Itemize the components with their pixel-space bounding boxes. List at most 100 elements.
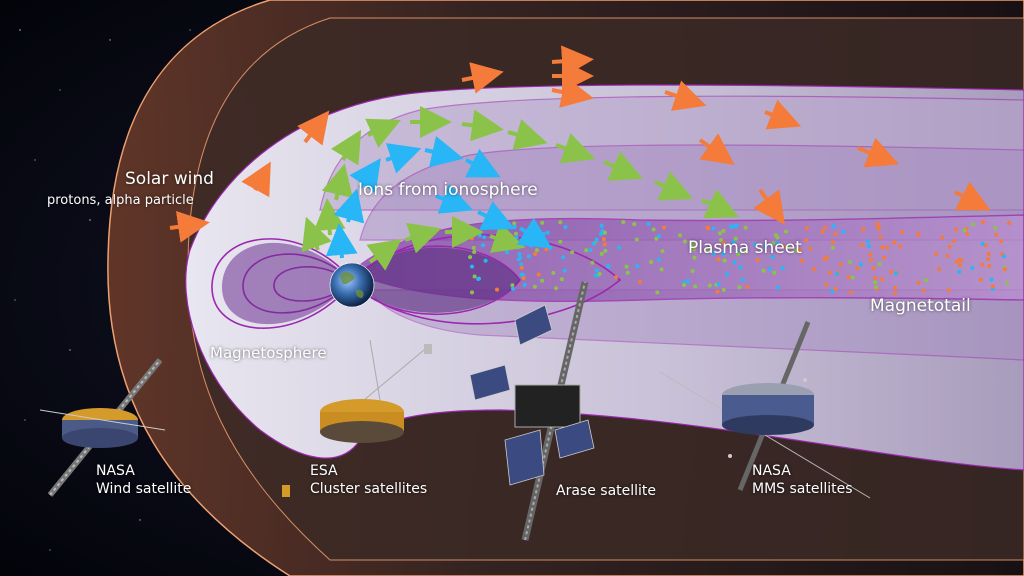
plasma-particle	[874, 285, 878, 290]
plasma-particle	[602, 242, 607, 247]
plasma-particle	[833, 286, 838, 291]
plasma-particle	[477, 233, 482, 238]
plasma-particle	[850, 275, 855, 280]
plasma-particle	[830, 245, 835, 250]
plasma-particle	[784, 229, 789, 234]
plasma-particle	[511, 286, 515, 291]
plasma-particle	[510, 283, 515, 288]
plasma-particle	[505, 250, 510, 255]
plasma-particle	[469, 236, 474, 241]
plasma-particle	[563, 225, 568, 230]
plasma-particle	[635, 264, 640, 269]
plasma-particle	[476, 277, 481, 281]
plasma-particle	[983, 243, 988, 248]
plasma-sheet-label: Plasma sheet	[688, 238, 802, 258]
plasma-particle	[885, 245, 890, 250]
plasma-particle	[514, 235, 519, 240]
plasma-particle	[877, 262, 882, 266]
plasma-particle	[989, 277, 994, 282]
plasma-particle	[591, 241, 596, 246]
plasma-particle	[978, 277, 983, 282]
plasma-particle	[519, 265, 524, 270]
plasma-particle	[517, 252, 522, 257]
plasma-particle	[655, 290, 660, 295]
plasma-particle	[1002, 267, 1007, 272]
solar-wind-sublabel: protons, alpha particle	[47, 193, 194, 208]
plasma-particle	[775, 241, 780, 245]
plasma-particle	[536, 272, 541, 277]
mms-satellite-graphic	[659, 321, 871, 499]
plasma-particle	[737, 285, 742, 290]
plasma-particle	[980, 241, 985, 246]
earth	[329, 262, 375, 308]
plasma-particle	[513, 231, 518, 236]
plasma-particle	[993, 226, 998, 230]
plasma-particle	[731, 240, 736, 245]
wind-satellite-graphic	[39, 358, 166, 497]
plasma-particle	[799, 258, 804, 263]
plasma-particle	[540, 278, 545, 283]
plasma-particle	[548, 245, 553, 250]
plasma-particle	[892, 240, 897, 245]
plasma-particle	[705, 247, 710, 252]
plasma-particle	[545, 230, 550, 235]
plasma-particle	[512, 224, 517, 229]
plasma-particle	[940, 235, 944, 240]
plasma-particle	[786, 244, 791, 249]
plasma-particle	[716, 257, 721, 262]
plasma-particle	[715, 289, 720, 294]
plasma-particle	[722, 258, 727, 263]
plasma-particle	[859, 243, 864, 247]
plasma-particle	[682, 283, 687, 287]
plasma-particle	[624, 264, 629, 269]
plasma-particle	[866, 239, 871, 244]
plasma-particle	[651, 227, 656, 232]
dayside-fill	[221, 242, 350, 325]
plasma-particle	[971, 222, 976, 227]
plasma-particle	[898, 244, 903, 249]
plasma-particle	[893, 291, 898, 296]
plasma-particle	[957, 269, 962, 274]
plasma-particle	[827, 270, 832, 275]
plasma-particle	[740, 277, 745, 282]
plasma-particle	[483, 258, 488, 263]
plasma-particle	[721, 229, 726, 233]
plasma-particle	[773, 233, 778, 238]
plasma-particle	[775, 285, 780, 290]
plasma-particle	[959, 258, 964, 263]
plasma-particle	[880, 277, 885, 282]
plasma-particle	[871, 266, 876, 271]
plasma-particle	[986, 251, 991, 256]
ion-arrows-green	[301, 106, 739, 271]
plasma-particle	[558, 239, 563, 244]
plasma-particle	[657, 234, 662, 239]
plasma-particle	[830, 289, 835, 294]
plasma-particle	[994, 232, 999, 237]
plasma-particle	[808, 246, 813, 251]
plasma-particle	[472, 274, 477, 279]
plasma-particle	[824, 282, 829, 287]
plasma-particle	[649, 260, 654, 265]
plasma-particle	[515, 242, 520, 246]
plasma-particle	[1005, 281, 1010, 286]
tail-lobe-lower	[369, 289, 1024, 361]
plasma-particle	[753, 242, 757, 247]
plasma-particle	[873, 276, 878, 281]
plasma-particle	[721, 241, 726, 245]
plasma-particle	[770, 255, 775, 260]
wind-agency: NASA	[96, 463, 135, 479]
plasma-particle	[797, 247, 802, 252]
solar-wind-arrows	[169, 45, 991, 243]
plasma-particle	[731, 224, 736, 229]
plasma-particle	[999, 239, 1004, 244]
plasma-particle	[841, 229, 846, 234]
plasma-particle	[868, 252, 873, 257]
plasma-particle	[717, 231, 722, 236]
plasma-particle	[625, 270, 630, 275]
plasma-particle	[472, 250, 477, 254]
arase-satellite-graphic	[469, 281, 595, 541]
plasma-particle	[685, 279, 690, 284]
plasma-particle	[755, 258, 760, 262]
plasma-particle	[593, 273, 598, 278]
